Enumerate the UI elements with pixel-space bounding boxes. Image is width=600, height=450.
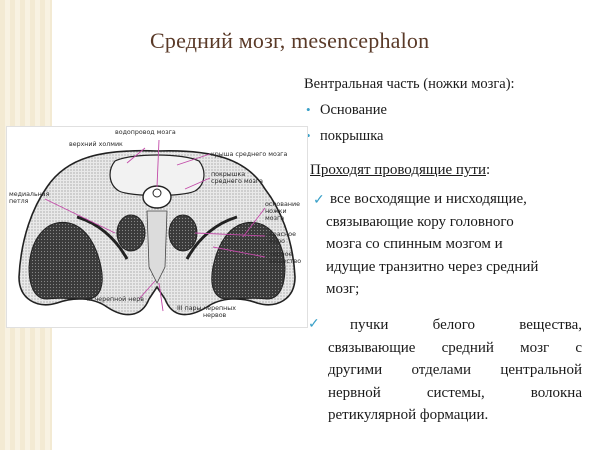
dot-bullet-icon: • [306,128,311,143]
label-oculomotor-pairs-line: нервов [203,312,227,319]
ventral-item-label: покрышка [320,128,384,144]
left-peduncle-base [28,221,103,300]
substantia-nigra [76,215,238,260]
label-substantia-nigra-line: черное [269,251,293,258]
midbrain-cross-section-figure: водопровод мозга верхний холмик крыша ср… [6,126,308,328]
pathways-item-line: идущие транзитно через средний [326,258,539,275]
label-red-nucleus: красное ядро [269,231,296,245]
slide-title: Средний мозг, mesencephalon [150,28,430,53]
ventral-item-label: Основание [320,102,387,118]
label-tegmentum: покрышка среднего мозга [211,171,263,185]
label-oculomotor-pairs: III пары черепных нервов [177,305,236,319]
label-base: основание ножки мозга [265,201,300,222]
label-medial-lemniscus-line: медиальная [9,191,50,198]
pathways-item-line: нервной системы, волокна [328,384,582,401]
dot-bullet-icon: • [306,102,311,117]
tectum [109,154,205,197]
label-tegmentum-line: покрышка [211,171,246,178]
pathways-item: пучки белого вещества, связывающие средн… [328,314,582,427]
label-base-line: ножки [265,208,287,215]
pathways-item-line: связывающие средний мозг с [328,339,582,356]
ventral-item: • Основание [306,102,387,119]
label-substantia-nigra: черное вещество [269,251,301,265]
pathways-item-line: все восходящие и нисходящие, [330,191,527,207]
ventral-heading: Вентральная часть (ножки мозга): [304,76,515,92]
label-base-line: мозга [265,215,285,222]
label-base-line: основание [265,201,300,208]
pathways-item: все восходящие и нисходящие, связывающие… [326,188,538,301]
pathways-item-line: ретикулярной формации. [328,407,489,423]
pathways-item-line: связывающие кору головного [326,213,514,230]
label-medial-lemniscus: медиальная петля [9,191,49,205]
pathways-item-line: другими отделами центральной [328,362,582,378]
central-tegmentum [146,210,168,284]
pathways-item-line: пучки белого вещества, [350,317,582,333]
ventral-item: • покрышка [306,128,383,145]
red-nucleus-left [116,214,146,252]
label-tegmentum-line: среднего мозга [211,178,263,185]
label-medial-lemniscus-line: петля [9,198,29,205]
label-oculomotor-nerve: III черепной нерв [87,296,144,303]
pathways-heading-text: Проходят проводящие пути [310,162,486,178]
pathways-heading-colon: : [486,162,491,178]
label-substantia-nigra-line: вещество [269,258,302,265]
pathways-item-line: мозг; [326,281,360,297]
label-oculomotor-pairs-line: III пары черепных [177,305,236,312]
check-bullet-icon: ✓ [308,317,320,332]
check-bullet-icon: ✓ [313,193,325,208]
label-tectum-plate: крыша среднего мозга [211,151,288,158]
midbrain-drawing [18,139,296,316]
red-nucleus-right [168,214,198,252]
label-upper-colliculus: верхний холмик [69,141,123,148]
label-aqueduct: водопровод мозга [115,129,176,136]
label-red-nucleus-line: ядро [269,238,285,245]
label-pointers [44,139,266,312]
pathways-item-line: мозга со спинным мозгом и [326,236,503,252]
pathways-heading: Проходят проводящие пути: [310,162,490,179]
right-peduncle-base [211,221,286,300]
label-red-nucleus-line: красное [269,231,296,238]
